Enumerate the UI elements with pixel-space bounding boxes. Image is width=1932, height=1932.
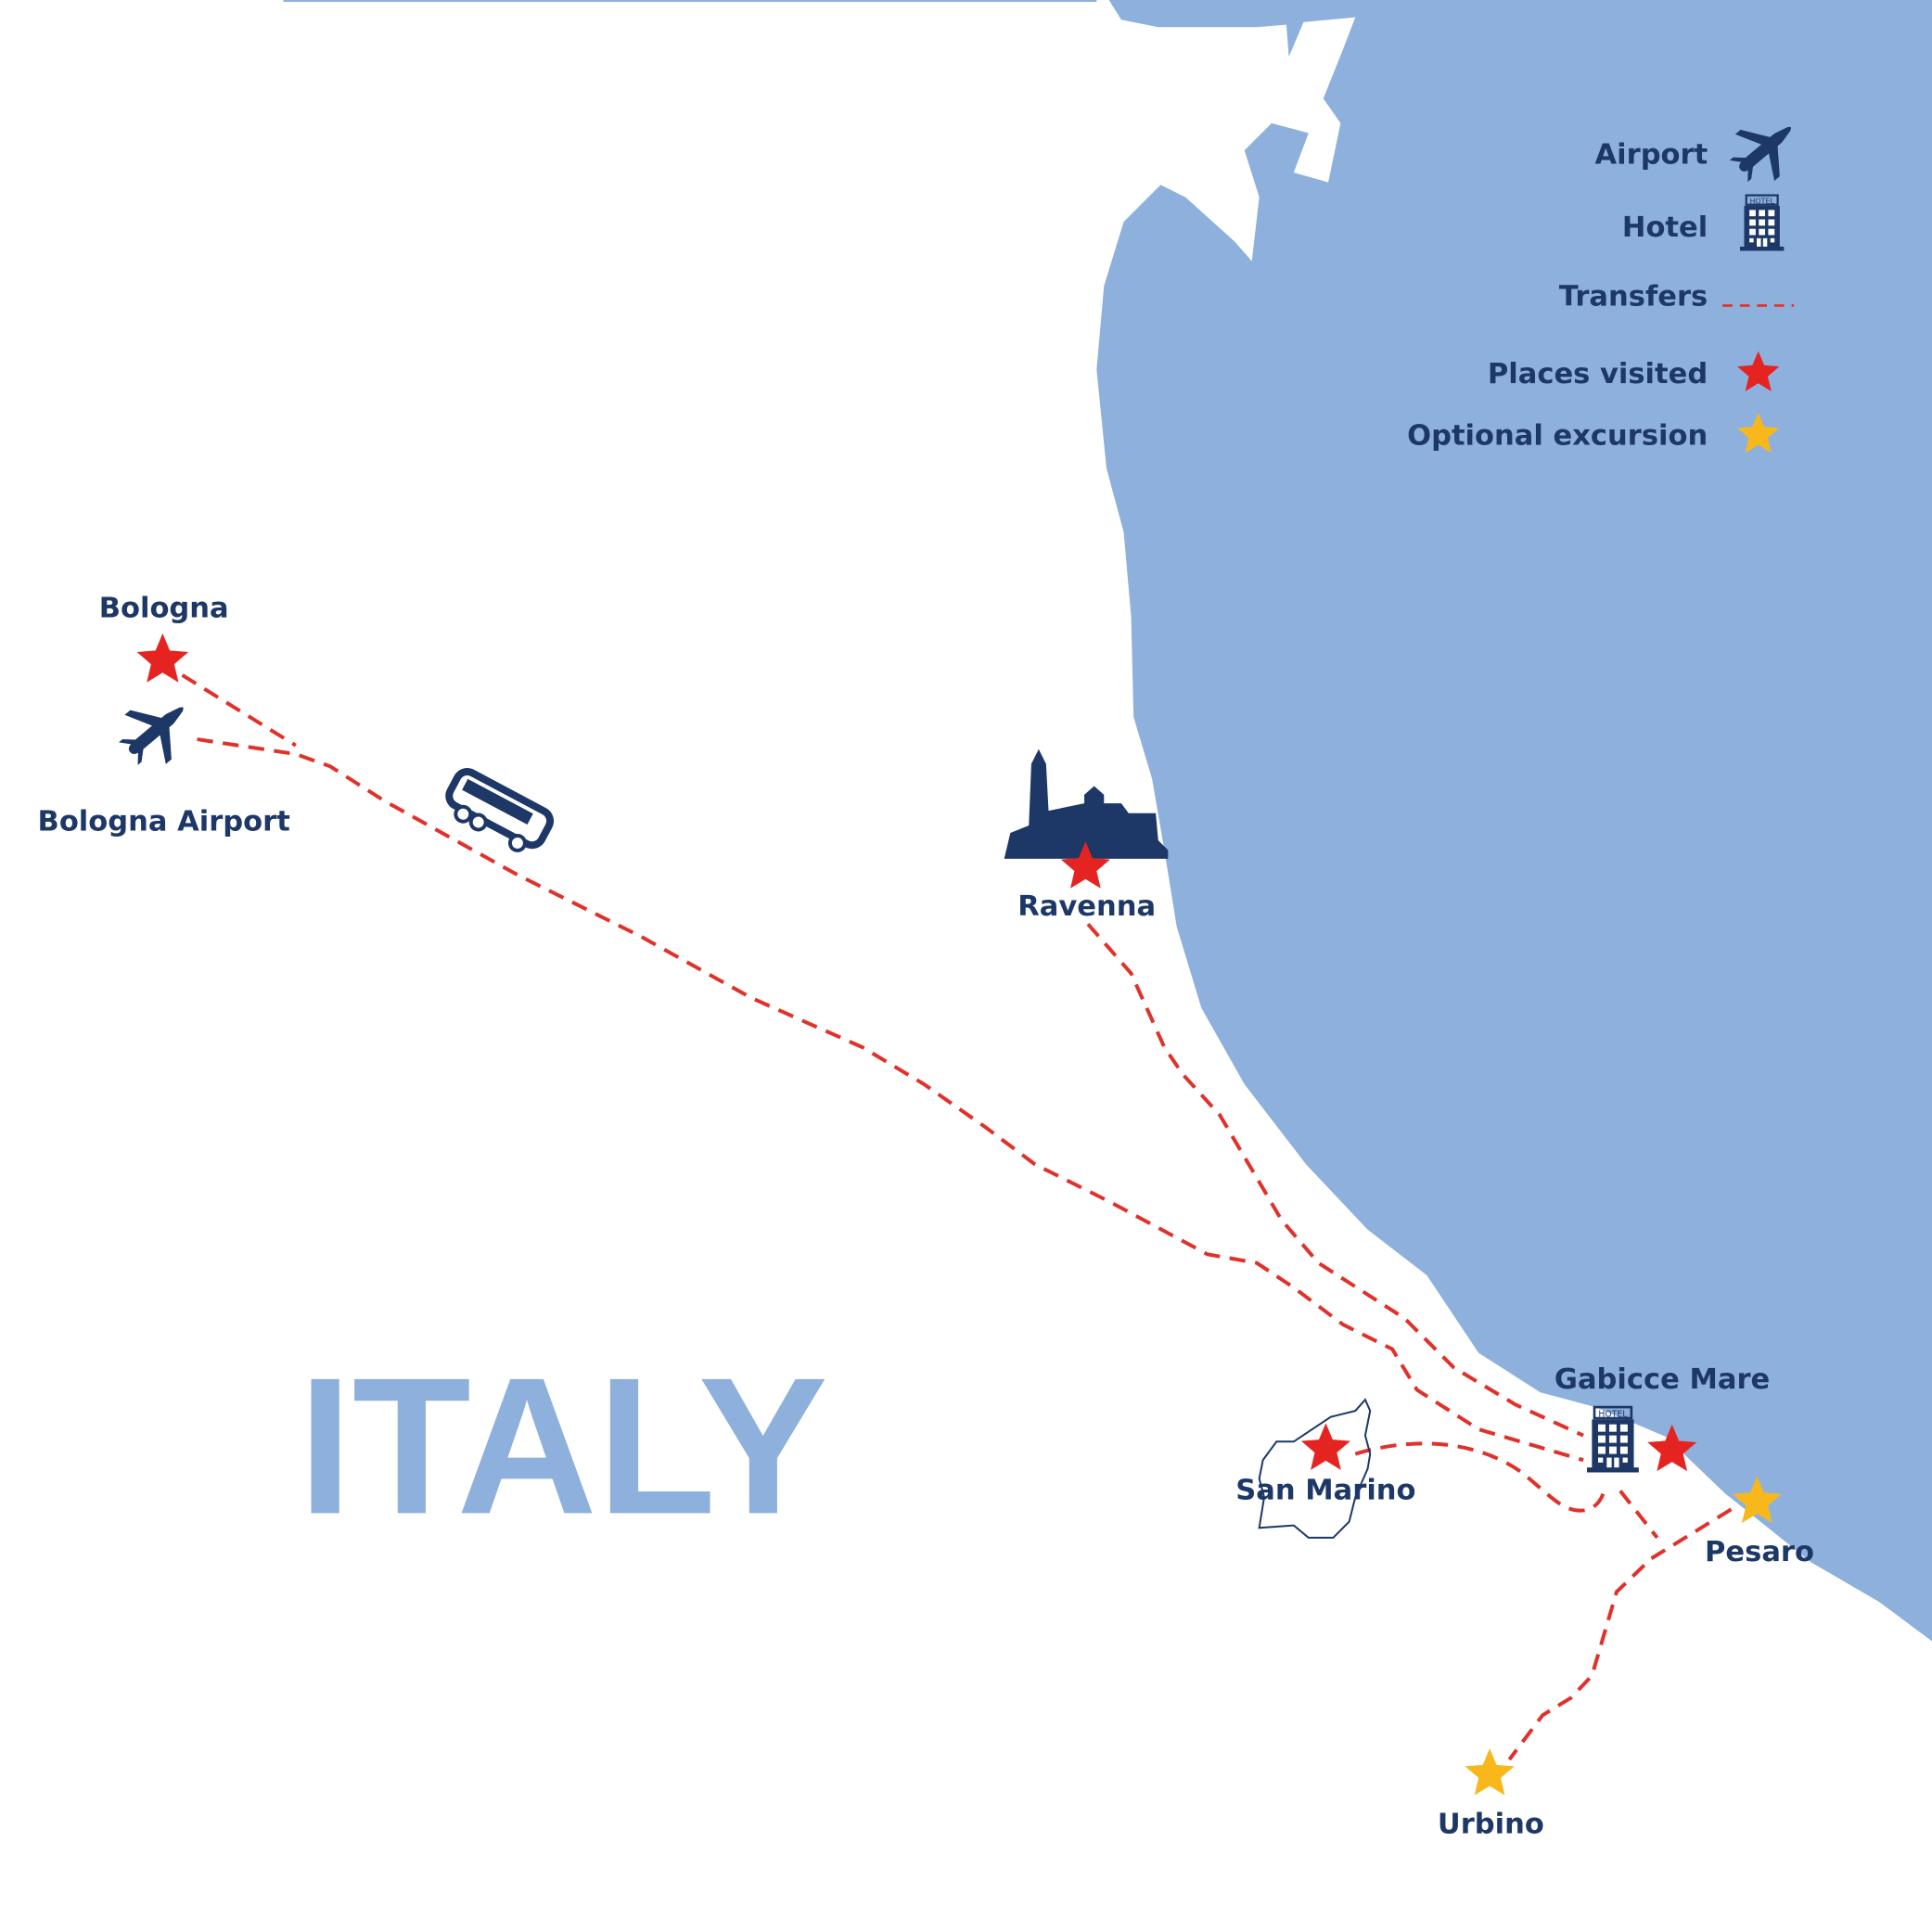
star-san-marino [1300,1423,1350,1470]
label-ravenna: Ravenna [1017,890,1156,923]
label-pesaro: Pesaro [1705,1536,1814,1568]
transfer-routes [181,673,1733,1761]
legend-airport-label: Airport [1595,139,1708,172]
ravenna-landmark-icon [1004,748,1169,859]
bus-icon [445,768,555,852]
route-pesaro-urbino [1507,1507,1733,1761]
route-gabicce-junction [1619,1490,1659,1540]
airplane-icon [108,683,204,779]
label-san-marino: San Marino [1235,1475,1415,1507]
label-urbino: Urbino [1438,1809,1544,1841]
route-airport-gabicce [197,737,1584,1463]
route-ravenna-gabicce [1086,923,1584,1438]
legend-hotel-icon: HOTEL [1738,194,1785,252]
label-gabicce-mare: Gabicce Mare [1555,1363,1770,1396]
hotel-icon: HOTEL [1585,1405,1641,1474]
country-label: ITALY [298,1337,827,1555]
star-bologna [136,633,189,683]
legend: Airport Hotel HOTEL Transfers Places vis… [1407,104,1810,453]
svg-text:HOTEL: HOTEL [1598,1410,1628,1420]
legend-yellow-star-icon [1736,413,1780,454]
label-bologna: Bologna [99,593,229,625]
star-gabicce-mare [1647,1424,1697,1472]
legend-hotel-label: Hotel [1622,211,1708,244]
route-sanmarino-gabicce [1354,1441,1606,1513]
star-pesaro [1732,1476,1782,1523]
legend-places-visited-label: Places visited [1488,358,1708,390]
star-urbino [1465,1748,1515,1796]
san-marino-outline [1258,1398,1372,1539]
label-bologna-airport: Bologna Airport [38,805,290,838]
route-bologna [181,673,297,748]
legend-optional-excursion-label: Optional excursion [1407,420,1708,453]
legend-transfers-label: Transfers [1559,280,1708,313]
legend-red-star-icon [1736,351,1780,391]
star-ravenna [1060,841,1110,889]
adriatic-sea [1096,0,1932,1642]
svg-text:HOTEL: HOTEL [1749,198,1774,206]
